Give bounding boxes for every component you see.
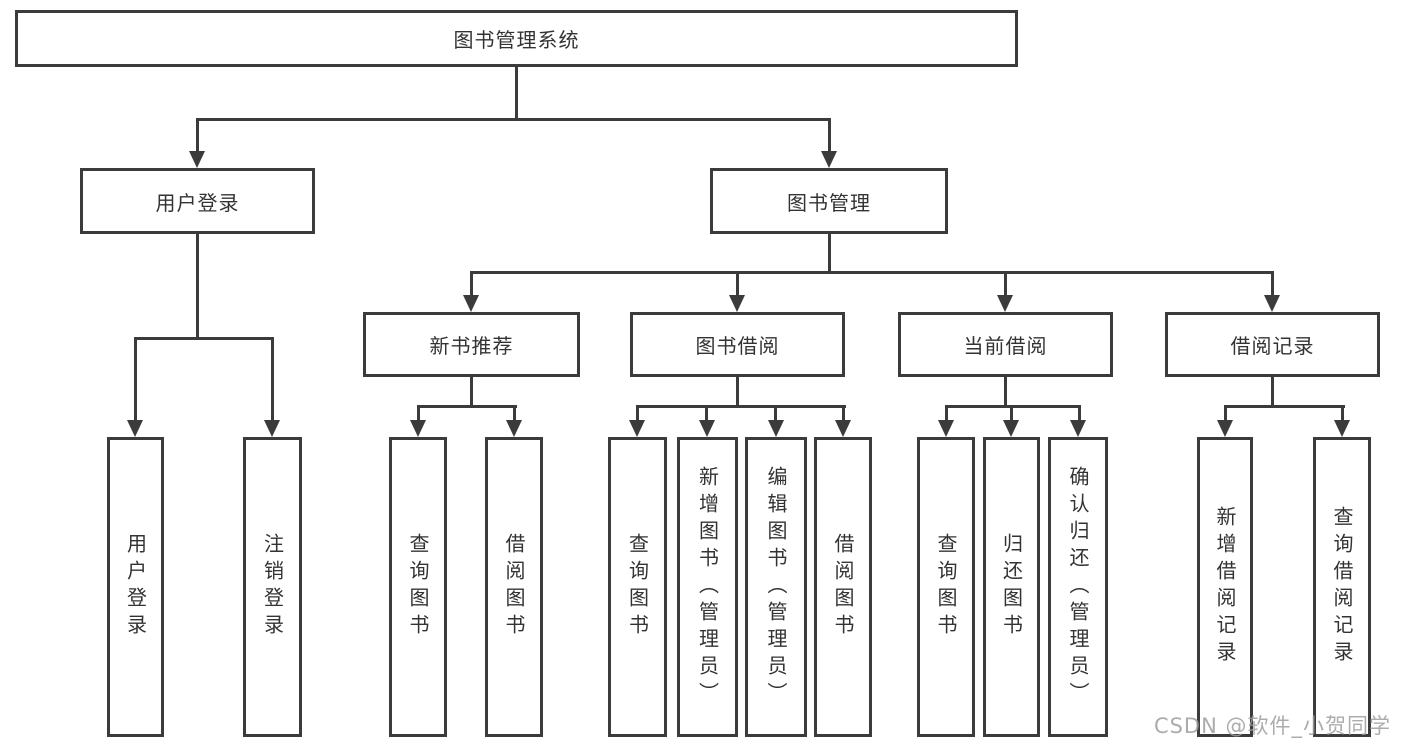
leaf-borrow-books-label: 借阅图书 (831, 533, 855, 641)
connector-level2-rail (196, 118, 831, 121)
node-root-label: 图书管理系统 (453, 28, 580, 52)
connector-user-login-drop (196, 118, 199, 154)
node-current-borrowing-label: 当前借阅 (963, 334, 1048, 358)
connector-arrowhead (699, 420, 715, 437)
connector-arrowhead (938, 420, 954, 437)
node-current-borrowing: 当前借阅 (898, 312, 1113, 377)
leaf-query-books-borrowing: 查询图书 (608, 437, 667, 737)
node-book-borrowing-label: 图书借阅 (695, 334, 780, 358)
leaf-confirm-return-admin-label: 确认归还（管理员） (1066, 465, 1090, 709)
connector-drop (417, 405, 420, 423)
connector-user-login-stem (196, 234, 199, 340)
connector-arrowhead (410, 420, 426, 437)
node-book-borrowing: 图书借阅 (630, 312, 845, 377)
leaf-edit-books-admin-label: 编辑图书（管理员） (764, 465, 788, 709)
node-new-book-recommend-label: 新书推荐 (429, 334, 514, 358)
connector-group-rail (1224, 405, 1345, 408)
connector-arrowhead (629, 420, 645, 437)
connector-arrowhead (264, 420, 280, 437)
connector-arrowhead (1264, 295, 1280, 312)
connector-drop (1010, 405, 1013, 423)
connector-arrowhead (821, 151, 837, 168)
connector-arrowhead (189, 151, 205, 168)
leaf-borrow-books-recommend: 借阅图书 (485, 437, 543, 737)
connector-drop (842, 405, 845, 423)
connector-drop (1004, 271, 1007, 298)
connector-arrowhead (1334, 420, 1350, 437)
connector-drop (1078, 405, 1081, 423)
connector-group-stem (470, 377, 473, 408)
connector-arrowhead (729, 295, 745, 312)
connector-book-mgmt-drop (828, 118, 831, 154)
leaf-add-books-admin-label: 新增图书（管理员） (695, 465, 720, 709)
connector-level3-rail (470, 271, 1274, 274)
connector-root-stem (515, 67, 518, 120)
connector-arrowhead (835, 420, 851, 437)
leaf-logout-label: 注销登录 (260, 533, 285, 641)
node-borrow-records-label: 借阅记录 (1230, 334, 1315, 358)
leaf-query-books-current-label: 查询图书 (934, 533, 958, 641)
connector-drop (705, 405, 708, 423)
connector-drop (636, 405, 639, 423)
node-book-management: 图书管理 (710, 168, 948, 234)
leaf-user-login-label: 用户登录 (123, 533, 148, 641)
node-user-login: 用户登录 (80, 168, 315, 234)
connector-drop (134, 337, 137, 423)
connector-arrowhead (1003, 420, 1019, 437)
node-root-library-system: 图书管理系统 (15, 10, 1018, 67)
leaf-user-login: 用户登录 (107, 437, 164, 737)
leaf-query-books-recommend-label: 查询图书 (406, 533, 430, 641)
connector-arrowhead (506, 420, 522, 437)
connector-drop (774, 405, 777, 423)
leaf-add-books-admin: 新增图书（管理员） (677, 437, 738, 737)
node-new-book-recommend: 新书推荐 (363, 312, 580, 377)
connector-arrowhead (127, 420, 143, 437)
leaf-borrow-books: 借阅图书 (814, 437, 872, 737)
leaf-add-borrow-record-label: 新增借阅记录 (1213, 506, 1237, 668)
leaf-edit-books-admin: 编辑图书（管理员） (745, 437, 807, 737)
leaf-query-books-current: 查询图书 (917, 437, 975, 737)
leaf-query-borrow-record: 查询借阅记录 (1313, 437, 1371, 737)
connector-drop (513, 405, 516, 423)
connector-arrowhead (1070, 420, 1086, 437)
connector-drop (1224, 405, 1227, 423)
leaf-return-books: 归还图书 (983, 437, 1040, 737)
connector-drop (736, 271, 739, 298)
leaf-confirm-return-admin: 确认归还（管理员） (1048, 437, 1108, 737)
connector-group-rail (636, 405, 846, 408)
connector-group-rail (417, 405, 517, 408)
connector-user-login-rail (134, 337, 274, 340)
connector-drop (1271, 271, 1274, 298)
connector-arrowhead (463, 295, 479, 312)
node-borrow-records: 借阅记录 (1165, 312, 1380, 377)
connector-group-stem (1004, 377, 1007, 408)
leaf-add-borrow-record: 新增借阅记录 (1197, 437, 1253, 737)
node-book-management-label: 图书管理 (787, 190, 871, 215)
connector-arrowhead (1217, 420, 1233, 437)
connector-drop (470, 271, 473, 298)
connector-drop (945, 405, 948, 423)
leaf-logout: 注销登录 (243, 437, 302, 737)
connector-group-rail (945, 405, 1081, 408)
leaf-borrow-books-recommend-label: 借阅图书 (502, 533, 526, 641)
leaf-query-books-borrowing-label: 查询图书 (625, 533, 650, 641)
connector-drop (271, 337, 274, 423)
node-user-login-label: 用户登录 (155, 190, 240, 215)
connector-group-stem (1271, 377, 1274, 408)
leaf-query-borrow-record-label: 查询借阅记录 (1330, 506, 1354, 668)
connector-arrowhead (997, 295, 1013, 312)
connector-group-stem (736, 377, 739, 408)
leaf-query-books-recommend: 查询图书 (389, 437, 447, 737)
connector-drop (1341, 405, 1344, 423)
csdn-watermark: CSDN @软件_小贺同学 (1153, 714, 1391, 738)
leaf-return-books-label: 归还图书 (999, 533, 1024, 641)
connector-book-mgmt-stem (828, 234, 831, 273)
connector-arrowhead (768, 420, 784, 437)
